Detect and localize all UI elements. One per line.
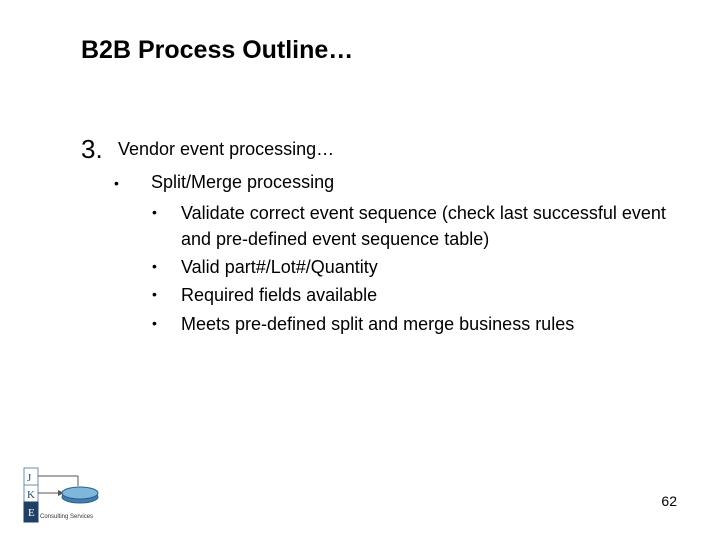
sub-bullet-label: Validate correct event sequence (check l… bbox=[181, 203, 666, 249]
sub-bullet-label: Required fields available bbox=[181, 285, 378, 305]
sub-bullet-label: Meets pre-defined split and merge busine… bbox=[181, 314, 575, 334]
bullet-label: Split/Merge processing bbox=[151, 172, 335, 192]
bullet-icon: • bbox=[152, 258, 157, 274]
page-number: 62 bbox=[661, 493, 677, 509]
section-number: 3. bbox=[81, 134, 103, 164]
svg-text:K: K bbox=[27, 489, 35, 501]
svg-text:Consulting Services: Consulting Services bbox=[40, 514, 93, 520]
bullet-icon: • bbox=[114, 175, 119, 191]
svg-text:E: E bbox=[28, 507, 35, 519]
slide-title: B2B Process Outline… bbox=[81, 36, 354, 64]
section-label: Vendor event processing… bbox=[118, 139, 335, 159]
bullet-icon: • bbox=[152, 315, 157, 331]
jke-consulting-logo-icon: J K E Consulting Services bbox=[10, 466, 122, 528]
bullet-icon: • bbox=[152, 204, 157, 220]
bullet-icon: • bbox=[152, 286, 157, 302]
sub-bullet-label: Valid part#/Lot#/Quantity bbox=[181, 257, 378, 277]
svg-text:J: J bbox=[27, 472, 32, 484]
